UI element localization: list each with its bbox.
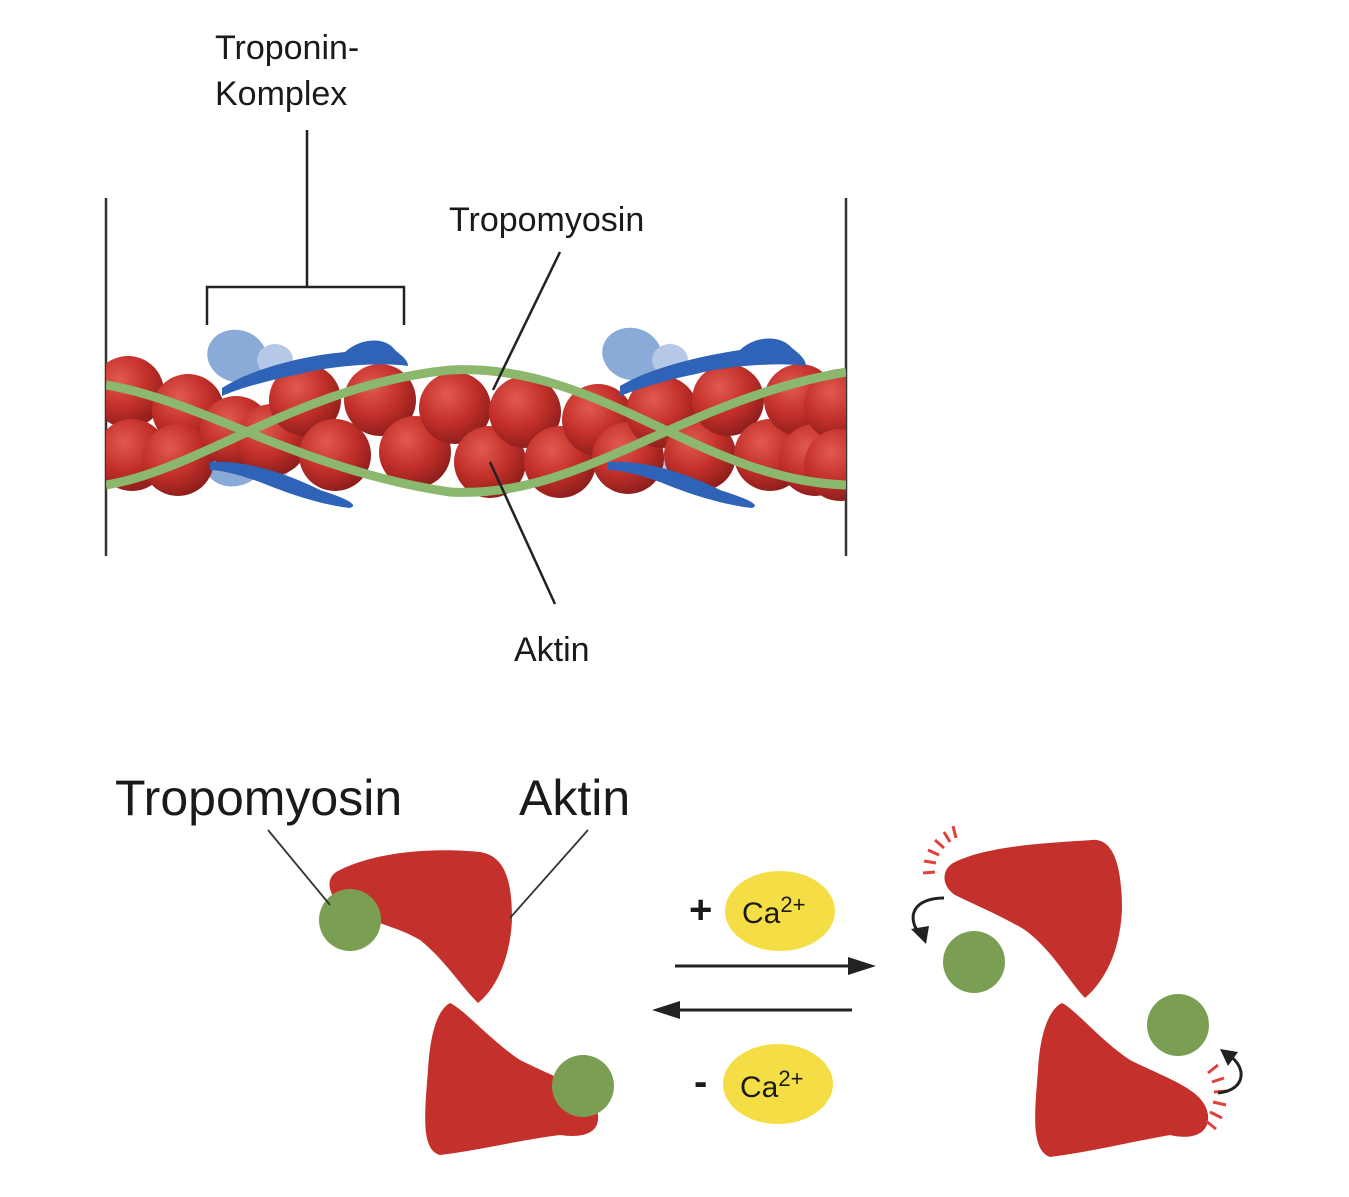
active-site-marks-lower — [1205, 1063, 1228, 1131]
tropomyosin-site-lower-left — [552, 1055, 614, 1117]
curved-arrow-upper — [911, 896, 945, 944]
actin-label-top: Aktin — [514, 631, 590, 669]
minus-sign: - — [694, 1060, 708, 1104]
calcium-ion-remove — [723, 1044, 833, 1124]
actin-bead — [489, 376, 561, 448]
tropomyosin-label-pointer — [267, 829, 331, 906]
troponin-label-line2: Komplex — [215, 75, 348, 113]
plus-sign: + — [689, 888, 713, 932]
calcium-label-add: Ca2+ — [742, 892, 806, 930]
actin-bead — [804, 429, 846, 501]
actin-bead — [692, 364, 764, 436]
tropomyosin-strand-a — [106, 367, 846, 497]
active-site-marks-upper — [922, 825, 958, 875]
tropomyosin-site-upper-right — [943, 931, 1005, 993]
tropomyosin-label-top: Tropomyosin — [449, 201, 645, 239]
curved-arrow-lower — [1217, 1049, 1243, 1095]
troponin-label-line1: Troponin- — [215, 29, 360, 67]
forward-arrow — [675, 957, 876, 975]
tropomyosin-pointer-line — [491, 251, 562, 391]
tropomyosin-strand-b — [106, 365, 846, 490]
troponin-band-upper-1 — [222, 340, 408, 396]
actin-bead — [419, 372, 491, 444]
tropomyosin-site-upper-left — [319, 889, 381, 951]
reverse-arrow — [652, 1001, 852, 1019]
tropomyosin-label-bottom: Tropomyosin — [115, 770, 403, 826]
actin-monomer-lower-left — [425, 1003, 599, 1155]
troponin-band-upper-2 — [620, 338, 806, 396]
actin-monomer-upper-right — [944, 839, 1122, 998]
troponin-band-lower-1 — [210, 461, 354, 508]
calcium-label-remove: Ca2+ — [740, 1066, 804, 1104]
tropomyosin-site-lower-right — [1147, 994, 1209, 1056]
aktin-label-pointer — [509, 829, 589, 919]
actin-pointer-line — [488, 461, 557, 605]
actin-monomer-lower-right — [1035, 1003, 1209, 1157]
troponin-band-lower-2 — [608, 461, 755, 508]
actin-filament — [106, 356, 846, 501]
actin-label-bottom: Aktin — [519, 770, 631, 826]
troponin-bracket — [205, 130, 406, 325]
actin-bead — [804, 369, 846, 441]
actin-monomer-upper-left — [329, 850, 512, 1003]
calcium-ion-add — [725, 871, 835, 951]
